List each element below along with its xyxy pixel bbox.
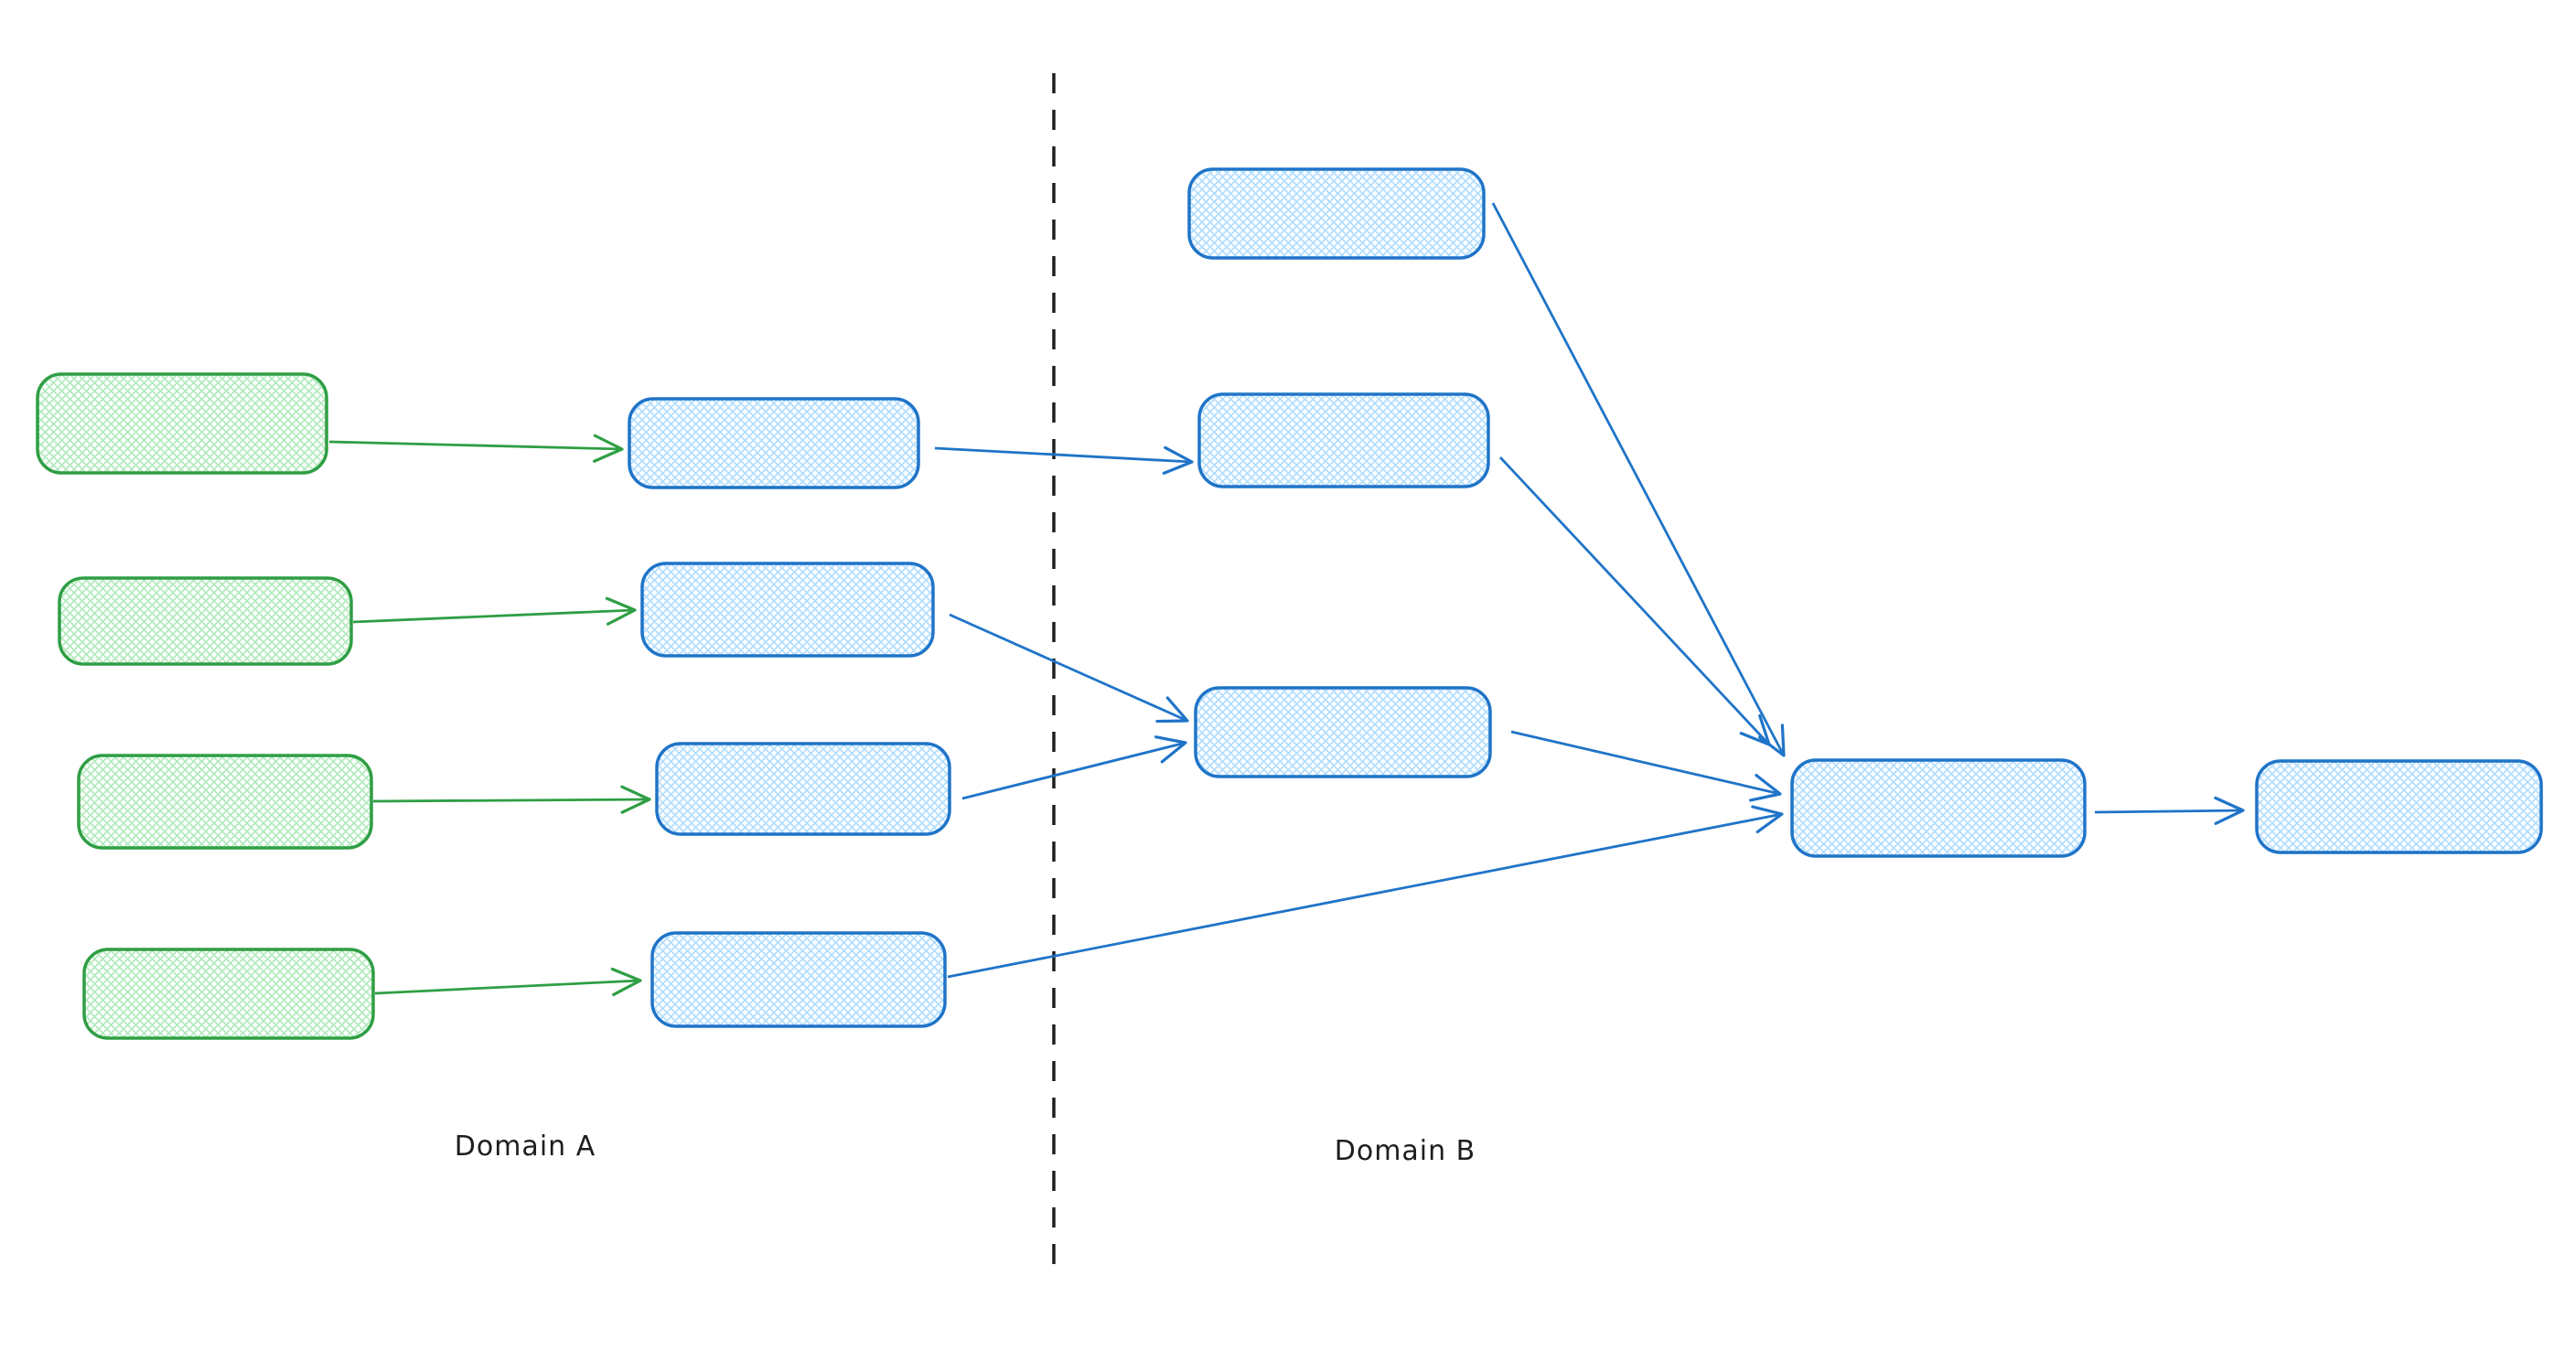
- edge-bnode2-aggregator: [1498, 456, 1771, 746]
- domain-b-aggregator: [1790, 758, 2087, 858]
- domain-a-process-2: [640, 562, 935, 658]
- edge-aggregator-output: [2094, 796, 2245, 825]
- edge-bnode3-aggregator: [1510, 730, 1782, 802]
- domain-b-node-1: [1187, 167, 1486, 260]
- domain-b-output: [2255, 759, 2543, 854]
- edge-process2-bnode3: [949, 613, 1189, 724]
- domain-a-input-2: [58, 576, 353, 666]
- edge-input2-process2: [352, 596, 637, 626]
- edge-process1-bnode2: [934, 445, 1194, 475]
- edge-bnode1-aggregator: [1491, 202, 1786, 757]
- domain-a-process-1: [628, 397, 920, 489]
- domain-b-label: Domain B: [1335, 1135, 1476, 1167]
- edge-input4-process4: [374, 967, 642, 997]
- edge-input1-process1: [328, 434, 624, 463]
- edge-process4-aggregator: [947, 805, 1784, 979]
- domain-b-node-3: [1194, 686, 1492, 778]
- domain-a-process-3: [655, 742, 951, 836]
- domain-b-node-2: [1197, 392, 1490, 488]
- edge-process3-bnode3: [961, 735, 1187, 800]
- edge-input3-process3: [372, 785, 651, 814]
- domain-a-input-4: [82, 948, 375, 1040]
- domain-a-input-1: [36, 372, 328, 475]
- domain-a-input-3: [77, 754, 373, 850]
- domain-a-label: Domain A: [455, 1131, 596, 1163]
- domain-a-process-4: [650, 931, 947, 1028]
